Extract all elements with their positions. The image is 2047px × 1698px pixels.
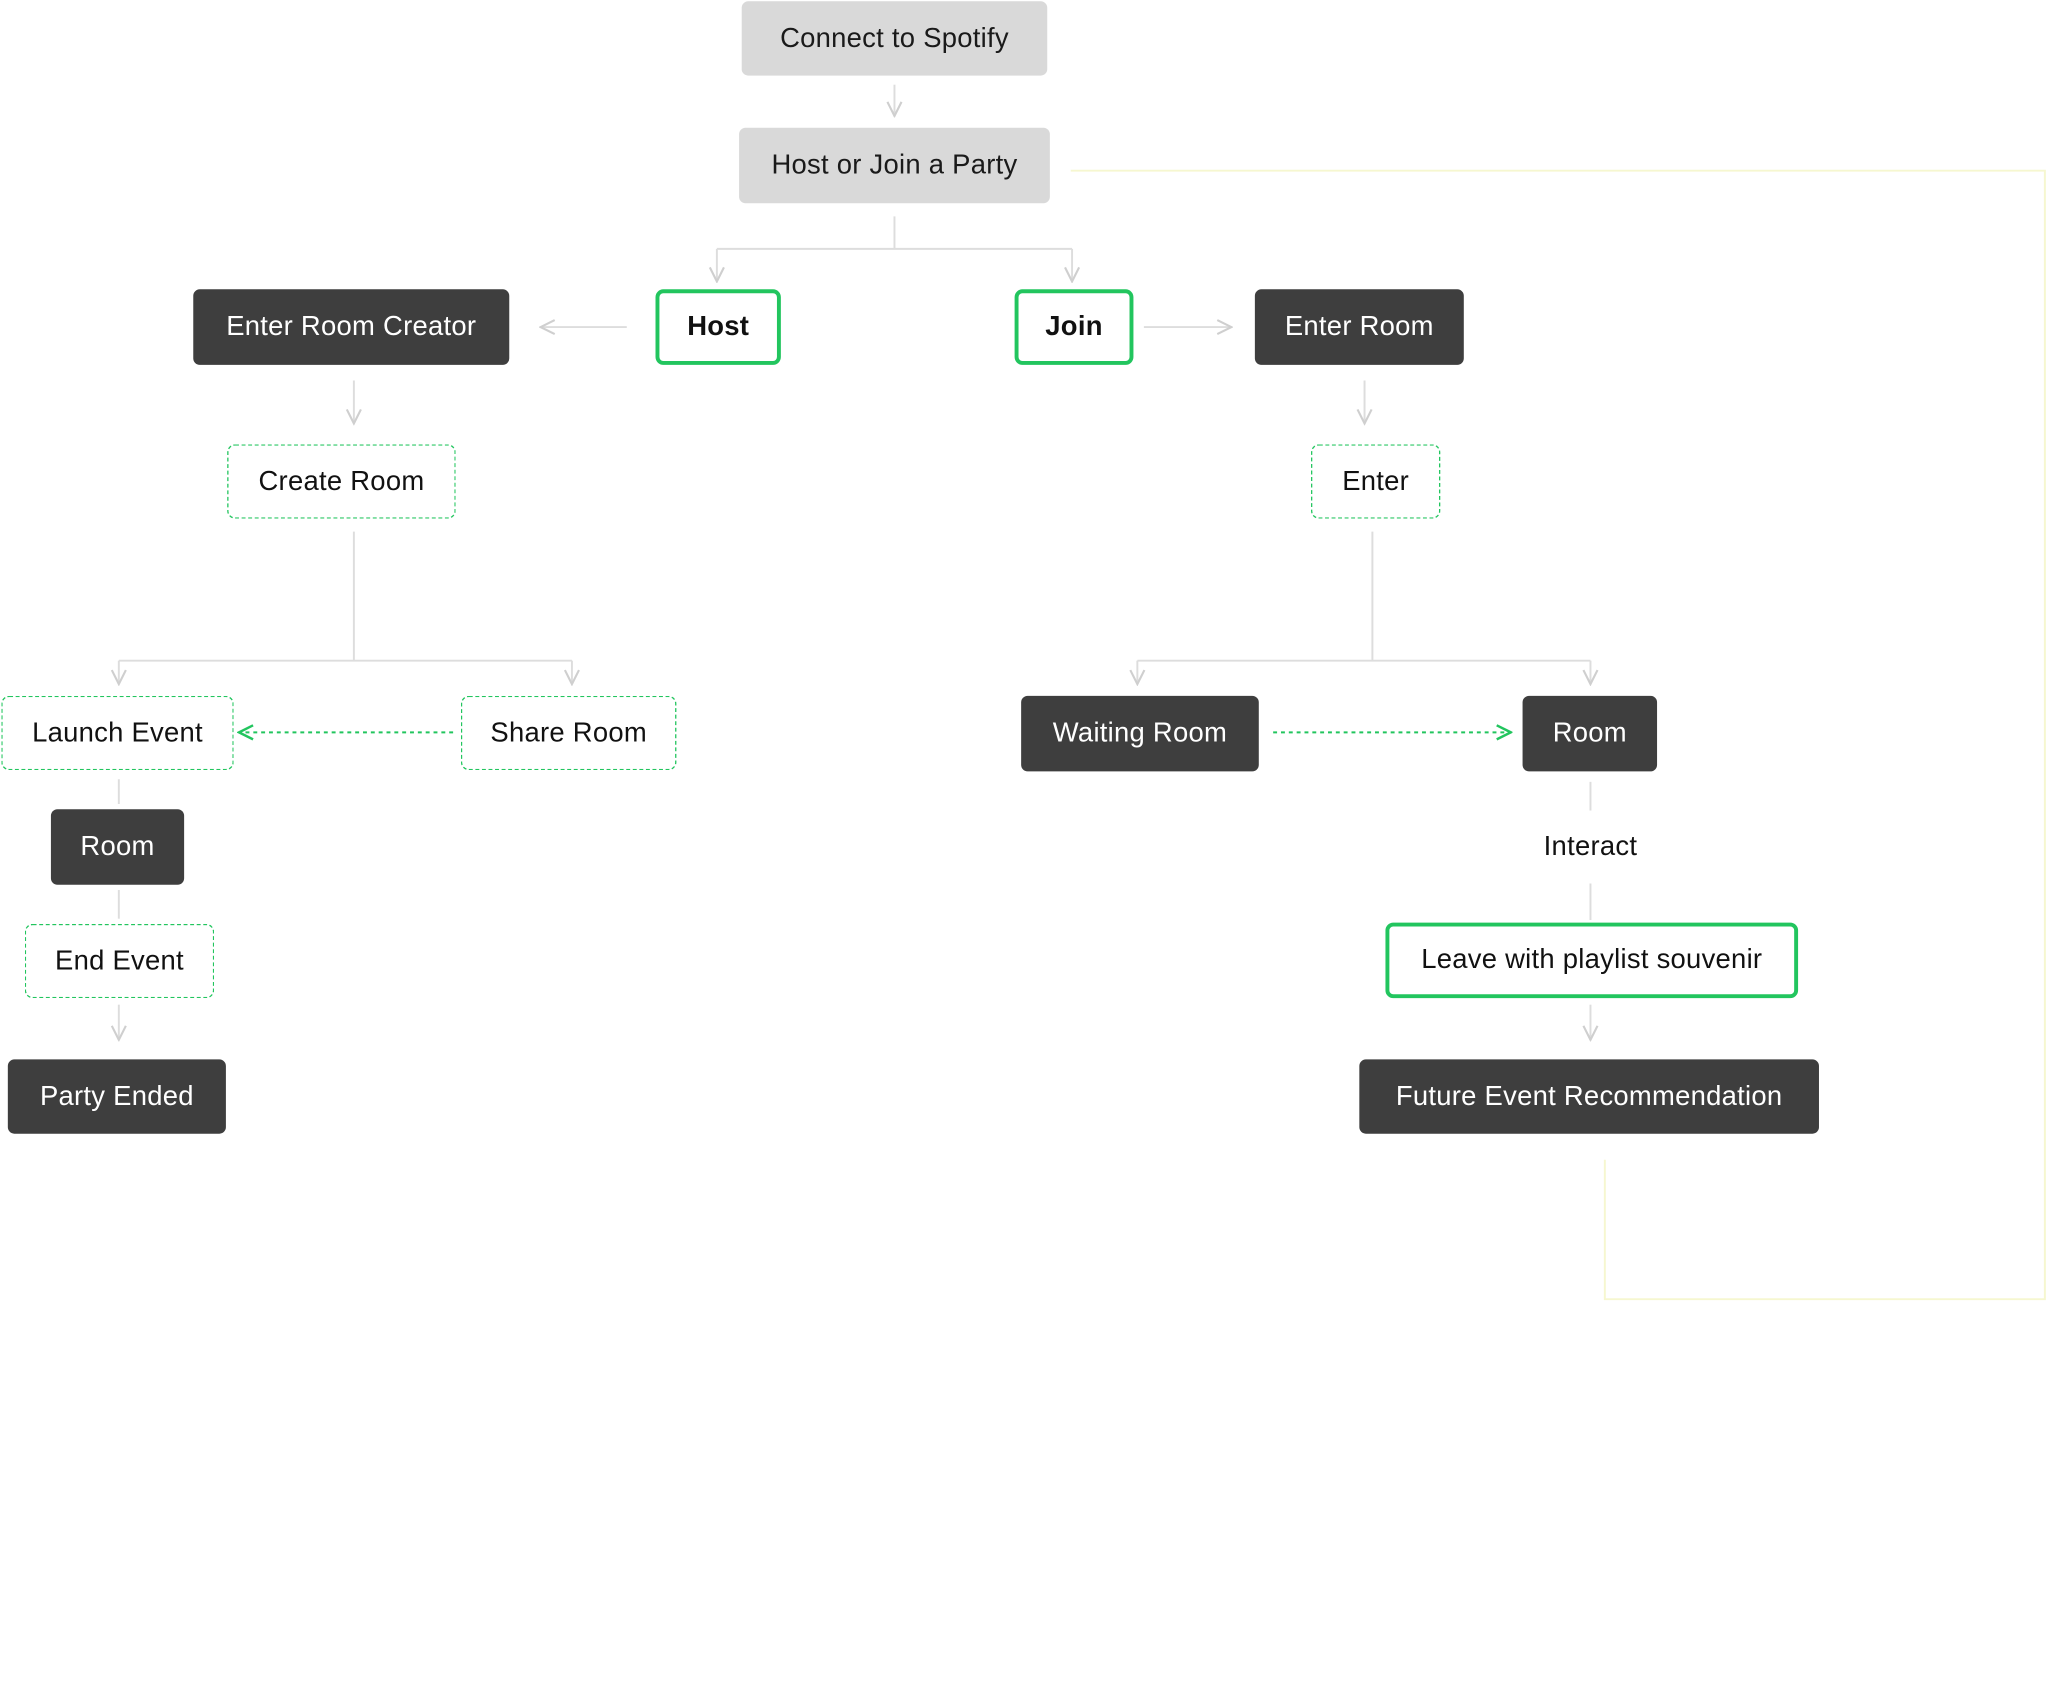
node-room-host-label: Room xyxy=(80,831,155,862)
node-party-ended: Party Ended xyxy=(7,1059,226,1134)
node-future-event-recommendation-label: Future Event Recommendation xyxy=(1395,1080,1783,1111)
node-launch-event: Launch Event xyxy=(1,695,234,771)
node-leave-souvenir: Leave with playlist souvenir xyxy=(1385,922,1799,999)
node-end-event: End Event xyxy=(24,923,215,999)
connector-hostjoin-split xyxy=(716,216,1073,250)
connector-loop-back xyxy=(1070,169,2046,1301)
node-host-label: Host xyxy=(687,311,750,342)
node-room-host: Room xyxy=(50,809,185,885)
node-party-ended-label: Party Ended xyxy=(39,1080,194,1111)
node-join: Join xyxy=(1014,289,1134,365)
node-leave-souvenir-label: Leave with playlist souvenir xyxy=(1421,944,1763,975)
node-enter-label: Enter xyxy=(1342,465,1410,496)
node-share-room: Share Room xyxy=(460,695,677,771)
node-create-room-label: Create Room xyxy=(258,465,425,496)
node-host-or-join-label: Host or Join a Party xyxy=(771,149,1018,180)
node-launch-event-label: Launch Event xyxy=(32,717,203,748)
node-interact: Interact xyxy=(1512,818,1669,875)
connector-create-split xyxy=(118,531,572,662)
node-connect-to-spotify: Connect to Spotify xyxy=(741,1,1048,76)
node-share-room-label: Share Room xyxy=(490,717,647,748)
node-room-join-label: Room xyxy=(1552,718,1627,748)
node-enter-room-label: Enter Room xyxy=(1284,311,1434,342)
node-future-event-recommendation: Future Event Recommendation xyxy=(1359,1059,1819,1134)
node-host-or-join: Host or Join a Party xyxy=(739,127,1050,204)
node-connect-to-spotify-label: Connect to Spotify xyxy=(780,22,1009,53)
node-enter: Enter xyxy=(1311,444,1441,519)
node-host: Host xyxy=(655,289,781,365)
node-join-label: Join xyxy=(1045,311,1103,342)
connector-enter-split xyxy=(1137,531,1591,662)
node-waiting-room-label: Waiting Room xyxy=(1052,718,1228,748)
node-create-room: Create Room xyxy=(227,444,456,519)
node-interact-label: Interact xyxy=(1543,831,1638,862)
node-enter-room: Enter Room xyxy=(1254,289,1464,365)
node-end-event-label: End Event xyxy=(55,945,184,976)
node-enter-room-creator-label: Enter Room Creator xyxy=(226,311,477,342)
diagram-connectors xyxy=(0,84,2046,1301)
node-waiting-room: Waiting Room xyxy=(1021,695,1259,772)
node-enter-room-creator: Enter Room Creator xyxy=(193,289,510,365)
node-room-join: Room xyxy=(1522,695,1658,772)
